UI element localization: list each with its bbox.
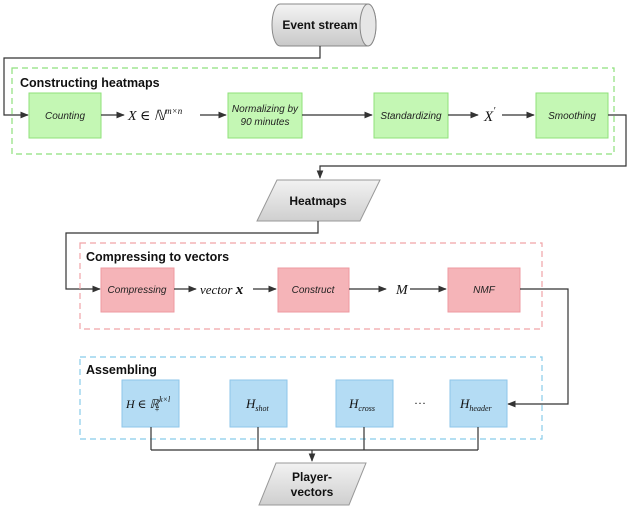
counting-box: Counting [28,92,102,139]
h-cross-sub: cross [358,404,375,413]
m-symbol: M [395,283,409,298]
vector-x-symbol: vector x [200,282,244,298]
h-cross-box: Hcross [335,379,394,428]
x-matrix-symbol: X ∈ ℕm×n [127,106,183,124]
heatmaps-label: Heatmaps [289,194,347,208]
compressing-section-title: Compressing to vectors [86,250,229,264]
h-matrix-sup: k×l [159,395,171,404]
vector-symbol: x [235,282,244,298]
x-prime-text: X [483,109,494,125]
compressing-label: Compressing [108,285,167,296]
merge-connectors [150,427,479,462]
standardizing-label: Standardizing [380,111,442,122]
h-matrix-sub: + [154,405,159,414]
h-header-box: Hheader [449,379,508,428]
heatmaps-node: Heatmaps [256,179,381,222]
connector-nmf-to-hheader [507,288,569,408]
svg-text:X ∈ ℕm×n: X ∈ ℕm×n [127,106,183,124]
normalizing-label-line2: 90 minutes [241,117,290,128]
constructing-heatmaps-title: Constructing heatmaps [20,76,160,90]
normalizing-box: Normalizing by 90 minutes [227,92,303,139]
vector-word: vector [200,282,236,297]
svg-text:Hshot: Hshot [245,396,270,413]
compressing-box: Compressing [100,267,175,313]
connector-smoothing-to-heatmaps [316,114,627,179]
construct-label: Construct [292,285,336,296]
h-matrix-box: H ∈ ℝk×l+ [121,379,180,428]
h-matrix-text: H ∈ ℝ [125,397,160,411]
svg-text:X′: X′ [483,106,496,125]
counting-label: Counting [45,111,85,122]
construct-box: Construct [277,267,350,313]
assembling-title: Assembling [86,363,157,377]
connector-event-to-counting [3,46,321,119]
normalizing-label-line1: Normalizing by [232,104,299,115]
player-vectors-node: Player- vectors [258,462,367,506]
h-header-sub: header [469,404,492,413]
smoothing-box: Smoothing [535,92,609,139]
connector-heatmaps-to-compressing [65,221,319,293]
h-header-text: H [459,396,470,411]
svg-text:Hheader: Hheader [459,396,492,413]
svg-text:Hcross: Hcross [348,396,375,413]
h-cross-text: H [348,396,359,411]
event-stream-node: Event stream [271,3,377,47]
x-matrix-sup: m×n [165,106,183,116]
player-vectors-label-line1: Player- [292,470,332,484]
h-shot-text: H [245,396,256,411]
player-vectors-label-line2: vectors [291,485,334,499]
assembling-ellipsis: ··· [414,396,426,410]
h-shot-box: Hshot [229,379,288,428]
h-shot-sub: shot [255,404,269,413]
x-prime-sup: ′ [493,106,496,117]
assembling-section [79,356,543,440]
nmf-box: NMF [447,267,521,313]
standardizing-box: Standardizing [373,92,449,139]
smoothing-label: Smoothing [548,111,596,122]
constructing-heatmaps-section [11,67,615,155]
x-prime-symbol: X′ [483,106,496,125]
event-stream-label: Event stream [282,18,357,32]
x-matrix-text: X ∈ ℕ [127,109,167,124]
svg-text:H ∈ ℝk×l+: H ∈ ℝk×l+ [125,395,171,414]
nmf-label: NMF [473,285,496,296]
compressing-section [79,242,543,330]
svg-text:vector x: vector x [200,282,244,298]
